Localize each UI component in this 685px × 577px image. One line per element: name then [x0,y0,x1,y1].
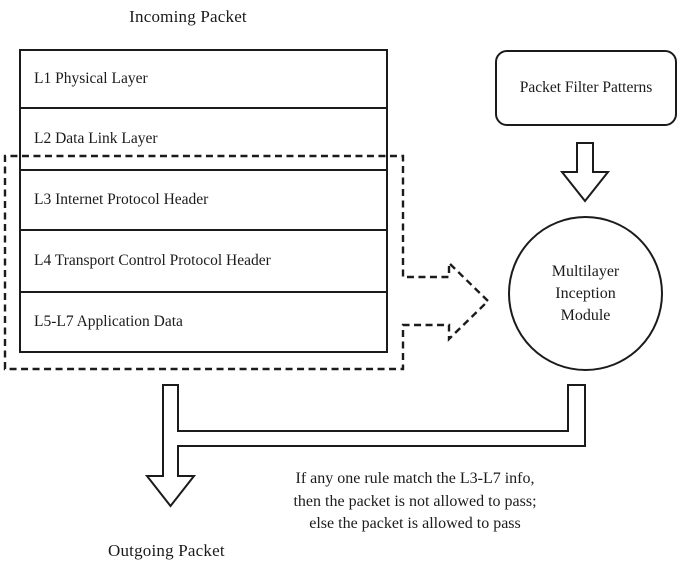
packet-filter-patterns-box: Packet Filter Patterns [495,50,677,126]
filter-to-module-down-arrow-icon [559,142,611,203]
layer-row-l1-physical: L1 Physical Layer [21,51,386,109]
packet-filter-patterns-label: Packet Filter Patterns [519,79,653,96]
outgoing-packet-label: Outgoing Packet [108,541,225,560]
rule-match-note: If any one rule match the L3-L7 info, th… [260,468,570,536]
packet-layer-stack: L1 Physical Layer L2 Data Link Layer L3 … [19,49,388,353]
module-label-line3: Module [560,306,611,324]
layer-row-l5-l7-application: L5-L7 Application Data [34,313,183,330]
multilayer-inception-module-circle: Multilayer Inception Module [508,216,663,371]
module-label-line1: Multilayer [551,262,620,280]
incoming-packet-label: Incoming Packet [129,7,247,26]
module-label-line2: Inception [555,284,616,302]
rule-note-line3: else the packet is allowed to pass [309,515,521,532]
rule-note-line1: If any one rule match the L3-L7 info, [295,470,535,487]
layer-row-l3-ip-header: L3 Internet Protocol Header [21,171,386,231]
rule-note-line2: then the packet is not allowed to pass; [293,492,537,510]
layer-row-l4-tcp-header: L4 Transport Control Protocol Header [21,231,386,293]
layer-row-l2-data-link: L2 Data Link Layer [21,109,386,171]
